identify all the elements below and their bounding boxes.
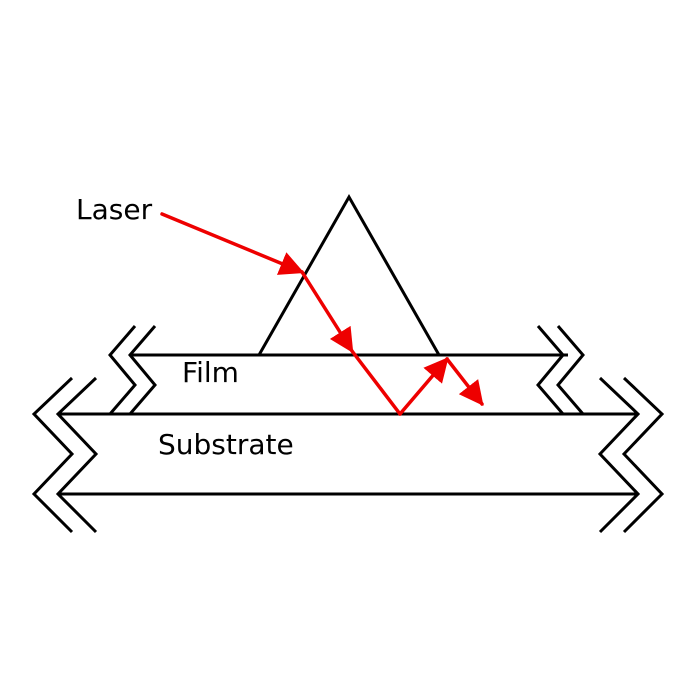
prism (257, 193, 441, 356)
beam-in-film (350, 349, 402, 416)
film-right-break-inner (536, 325, 565, 415)
reflected-beam-up (398, 357, 449, 416)
film-label: Film (182, 356, 239, 389)
film-left-break-outer (108, 325, 137, 415)
substrate-left-break-inner (55, 376, 99, 534)
refracted-beam-prism (300, 270, 354, 354)
substrate-layer (31, 376, 665, 534)
incident-beam (160, 212, 305, 275)
substrate-right-break-inner (597, 376, 641, 534)
substrate-left-break-outer (31, 376, 75, 534)
reflected-beam-down (445, 357, 484, 406)
laser-beam (160, 212, 484, 416)
substrate-right-break-outer (621, 376, 665, 534)
substrate-label: Substrate (158, 428, 294, 461)
laser-label: Laser (76, 193, 153, 226)
film-layer (108, 325, 585, 415)
film-right-break-outer (556, 325, 585, 415)
film-left-break-inner (128, 325, 157, 415)
